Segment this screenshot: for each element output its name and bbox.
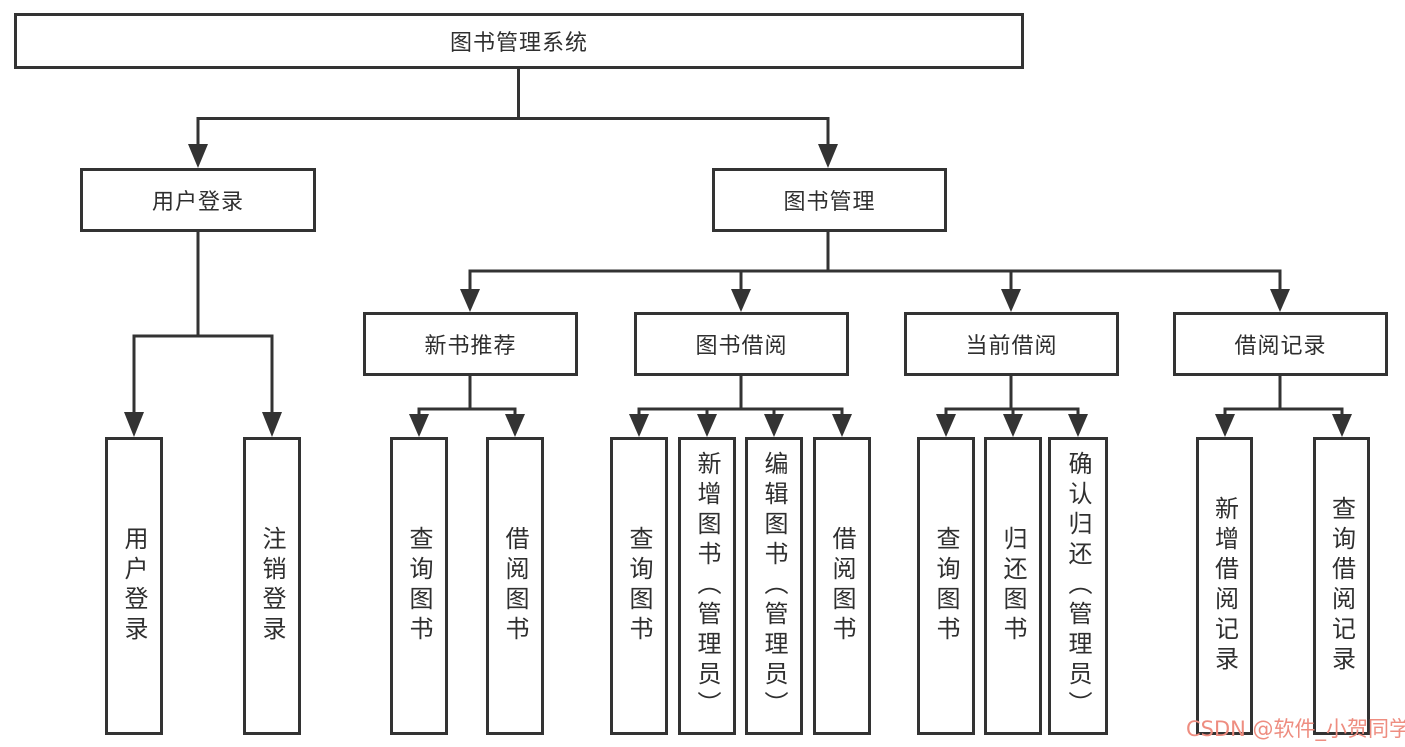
arrowhead-icon: [629, 414, 649, 437]
arrowhead-icon: [262, 412, 282, 437]
leaf-borrow-books: 借阅图书: [813, 437, 871, 735]
arrowhead-icon: [764, 414, 784, 437]
node-label: 新增图书（管理员）: [693, 451, 721, 721]
node-label: 图书管理: [783, 190, 876, 215]
connector-root-to-level2: [188, 69, 838, 168]
connector-bookmgmt-to-level3: [460, 232, 1290, 312]
node-new-book-recommend: 新书推荐: [363, 312, 578, 376]
node-book-management: 图书管理: [712, 168, 947, 232]
arrowhead-icon: [460, 289, 480, 312]
node-current-borrow: 当前借阅: [904, 312, 1119, 376]
node-label: 查询借阅记录: [1327, 496, 1356, 676]
leaf-user-login: 用户登录: [105, 437, 163, 735]
node-borrow-records: 借阅记录: [1173, 312, 1388, 376]
arrowhead-icon: [1270, 289, 1290, 312]
node-label: 当前借阅: [965, 334, 1058, 359]
node-label: 归还图书: [999, 526, 1027, 646]
arrowhead-icon: [936, 414, 956, 437]
connector-bookborrow-to-leaves: [629, 376, 852, 437]
arrowhead-icon: [731, 289, 751, 312]
node-label: 用户登录: [120, 526, 148, 646]
arrowhead-icon: [1003, 414, 1023, 437]
leaf-return-books: 归还图书: [984, 437, 1042, 735]
arrowhead-icon: [1215, 414, 1235, 437]
connector-newbook-to-leaves: [409, 376, 525, 437]
node-label: 查询图书: [932, 526, 960, 646]
node-label: 用户登录: [151, 190, 244, 215]
node-label: 注销登录: [258, 526, 286, 646]
node-label: 图书借阅: [695, 334, 788, 359]
node-label: 新增借阅记录: [1210, 496, 1239, 676]
arrowhead-icon: [1068, 414, 1088, 437]
arrowhead-icon: [697, 414, 717, 437]
connector-currentborrow-to-leaves: [936, 376, 1088, 437]
arrowhead-icon: [818, 144, 838, 168]
node-label: 借阅图书: [501, 526, 529, 646]
csdn-watermark: CSDN @软件_小贺同学: [1186, 717, 1405, 741]
arrowhead-icon: [1001, 289, 1021, 312]
leaf-borrow-books: 借阅图书: [486, 437, 544, 735]
arrowhead-icon: [832, 414, 852, 437]
arrowhead-icon: [409, 414, 429, 437]
leaf-add-borrow-record: 新增借阅记录: [1196, 437, 1253, 735]
arrowhead-icon: [124, 412, 144, 437]
arrowhead-icon: [188, 144, 208, 168]
leaf-add-books-admin: 新增图书（管理员）: [678, 437, 736, 735]
connector-userlogin-to-leaves: [124, 232, 282, 437]
leaf-query-books: 查询图书: [610, 437, 668, 735]
node-book-borrow: 图书借阅: [634, 312, 849, 376]
leaf-edit-books-admin: 编辑图书（管理员）: [745, 437, 803, 735]
arrowhead-icon: [1332, 414, 1352, 437]
node-label: 查询图书: [405, 526, 433, 646]
node-label: 查询图书: [625, 526, 653, 646]
node-label: 借阅记录: [1234, 334, 1327, 359]
leaf-query-books: 查询图书: [390, 437, 448, 735]
node-label: 借阅图书: [828, 526, 856, 646]
connector-records-to-leaves: [1215, 376, 1352, 437]
leaf-confirm-return-admin: 确认归还（管理员）: [1048, 437, 1108, 735]
leaf-query-borrow-record: 查询借阅记录: [1313, 437, 1370, 735]
node-label: 确认归还（管理员）: [1064, 451, 1092, 721]
node-label: 图书管理系统: [449, 31, 588, 56]
leaf-logout: 注销登录: [243, 437, 301, 735]
node-root: 图书管理系统: [14, 13, 1024, 69]
leaf-query-books: 查询图书: [917, 437, 975, 735]
node-label: 编辑图书（管理员）: [760, 451, 788, 721]
arrowhead-icon: [505, 414, 525, 437]
node-user-login: 用户登录: [80, 168, 316, 232]
node-label: 新书推荐: [424, 334, 517, 359]
